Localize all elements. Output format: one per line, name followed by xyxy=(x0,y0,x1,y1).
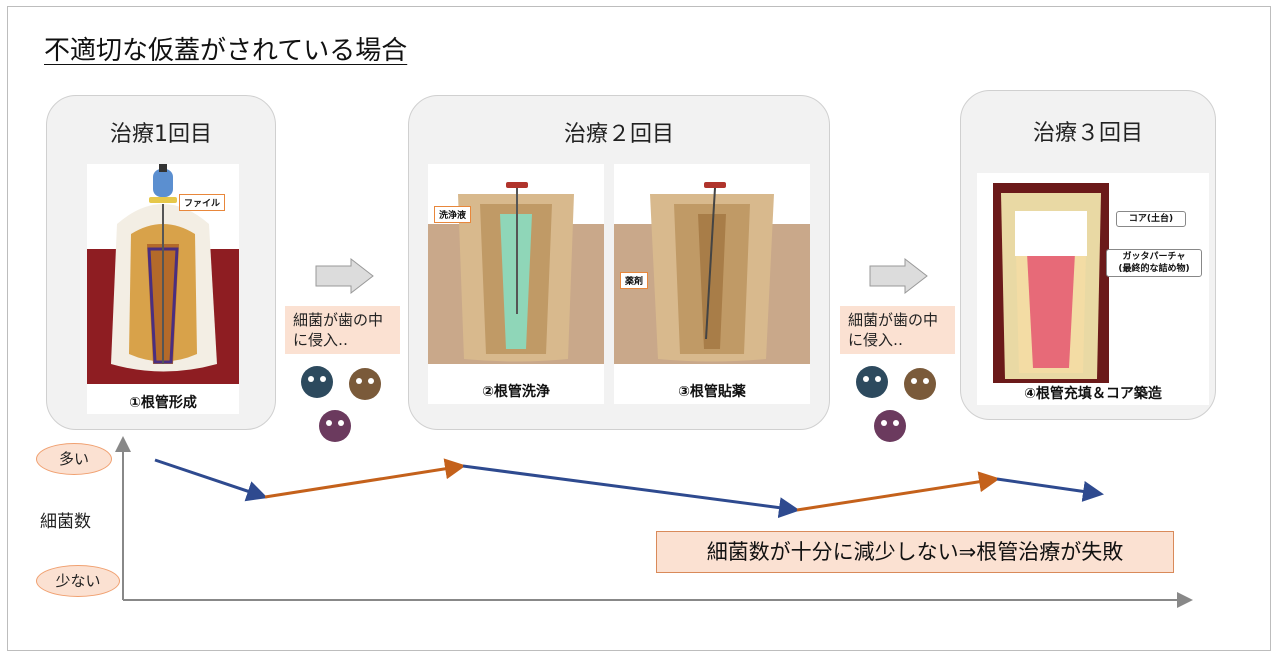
tooth-filling-illustration xyxy=(993,183,1109,383)
caption-root-canal-shaping: ①根管形成 xyxy=(129,395,197,411)
card-medication: 薬剤 ③根管貼薬 xyxy=(614,164,810,404)
bacteria-icon xyxy=(301,366,333,398)
bacteria-icon xyxy=(349,368,381,400)
card-root-canal-shaping: ファイル ①根管形成 xyxy=(87,164,239,414)
bacteria-icon xyxy=(904,368,936,400)
label-high: 多い xyxy=(36,443,112,475)
panel-title-3: 治療３回目 xyxy=(1032,121,1143,146)
tooth-file-illustration xyxy=(87,164,239,384)
trend-decrease xyxy=(462,464,800,519)
note-bacteria-invasion-1: 細菌が歯の中に侵入‥ xyxy=(285,306,400,354)
label-low: 少ない xyxy=(36,565,120,597)
caption-irrigation: ②根管洗浄 xyxy=(482,384,550,400)
y-axis-label: 細菌数 xyxy=(40,512,91,532)
right-arrow-icon xyxy=(315,258,374,294)
conclusion-box: 細菌数が十分に減少しない⇒根管治療が失敗 xyxy=(656,531,1174,573)
card-filling: コア(土台) ガッタパーチャ (最終的な詰め物) ④根管充填＆コア築造 xyxy=(977,173,1209,405)
label-irrigant: 洗浄液 xyxy=(434,206,472,223)
label-file: ファイル xyxy=(179,194,226,211)
trend-increase xyxy=(796,471,1000,512)
panel-treatment-2: 治療２回目 洗浄液 ②根管洗浄 薬剤 ③根管貼薬 xyxy=(408,95,830,430)
caption-medication: ③根管貼薬 xyxy=(678,384,746,400)
caption-filling: ④根管充填＆コア築造 xyxy=(1024,386,1162,402)
label-core: コア(土台) xyxy=(1116,211,1186,227)
trend-increase xyxy=(264,458,466,499)
label-gutta-percha: ガッタパーチャ (最終的な詰め物) xyxy=(1106,249,1202,277)
panel-treatment-1: 治療1回目 ファイル ①根管形成 xyxy=(46,95,276,430)
panel-treatment-3: 治療３回目 コア(土台) ガッタパーチャ (最終的な詰め物) ④根管充填＆コア築… xyxy=(960,90,1216,420)
note-bacteria-invasion-2: 細菌が歯の中に侵入‥ xyxy=(840,306,955,354)
slide-title: 不適切な仮蓋がされている場合 xyxy=(44,36,408,66)
right-arrow-icon xyxy=(869,258,928,294)
trend-decrease xyxy=(154,458,268,502)
bacteria-icon-group xyxy=(856,366,936,442)
bacteria-count-graph xyxy=(115,436,1193,608)
panel-title-1: 治療1回目 xyxy=(110,122,212,147)
panel-title-2: 治療２回目 xyxy=(563,122,674,147)
label-gutta-percha-name: ガッタパーチャ xyxy=(1122,252,1186,262)
tooth-medication-illustration xyxy=(614,182,810,364)
label-gutta-percha-note: (最終的な詰め物) xyxy=(1118,264,1190,274)
tooth-irrigation-illustration xyxy=(428,182,604,364)
bacteria-icon xyxy=(856,366,888,398)
bacteria-icon-group xyxy=(301,366,381,442)
label-medicament: 薬剤 xyxy=(620,272,649,289)
slide-frame xyxy=(7,6,1271,651)
trend-decrease xyxy=(996,477,1104,502)
bacteria-icon xyxy=(874,410,906,442)
card-irrigation: 洗浄液 ②根管洗浄 xyxy=(428,164,604,404)
bacteria-icon xyxy=(319,410,351,442)
